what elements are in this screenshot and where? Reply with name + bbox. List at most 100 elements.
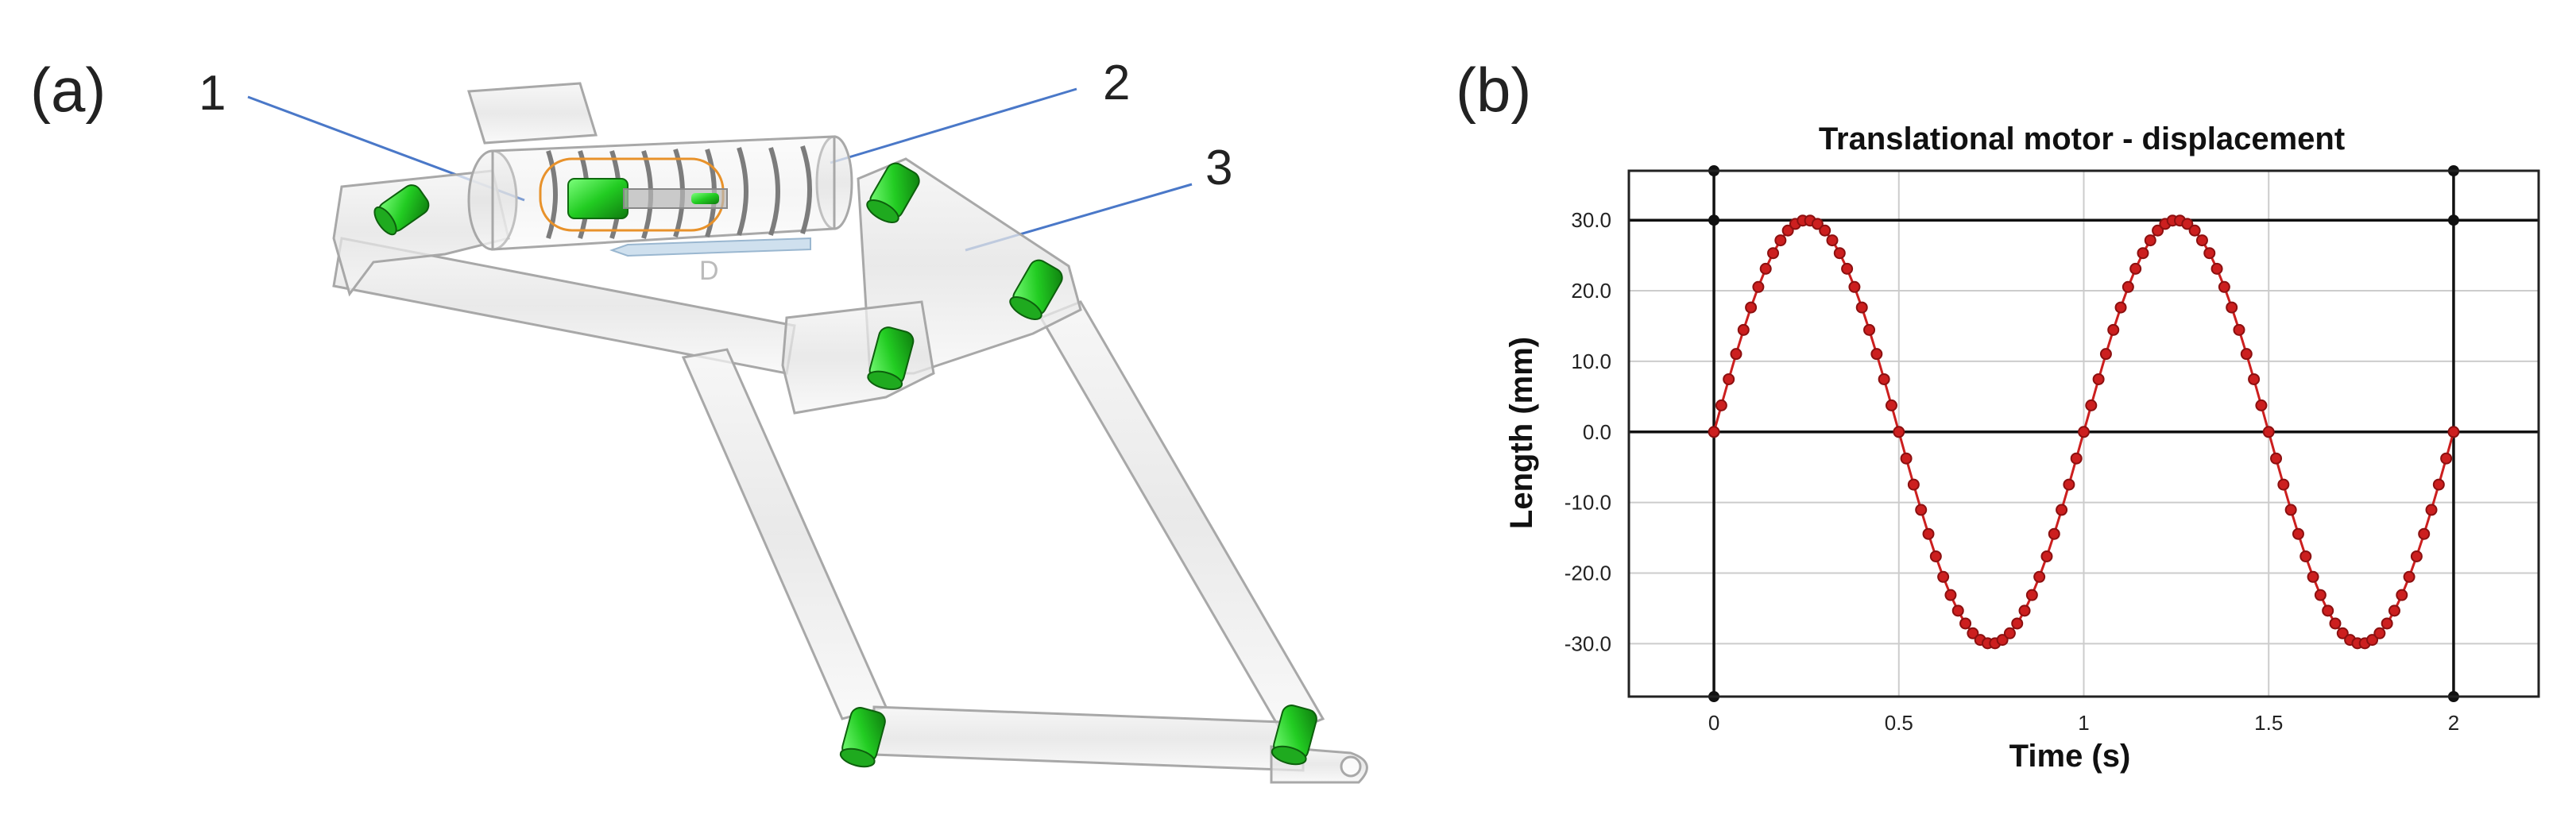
data-point	[2336, 627, 2349, 639]
data-point	[1967, 627, 1979, 639]
data-point	[2063, 478, 2075, 491]
data-point	[1855, 301, 1868, 314]
data-point	[2048, 527, 2060, 540]
data-point	[1959, 617, 1972, 630]
data-point	[1996, 634, 2009, 647]
data-point	[1907, 478, 1920, 491]
data-point	[2388, 604, 2400, 617]
pins	[373, 162, 1317, 768]
panel-b-label: (b)	[1456, 55, 1531, 125]
piston-green	[567, 178, 629, 219]
top-tube	[467, 82, 598, 145]
data-point	[1811, 218, 1824, 230]
y-tick-label: -20.0	[1565, 561, 1611, 585]
data-point	[2122, 280, 2134, 293]
callout-2: 2	[1103, 56, 1130, 110]
data-point	[1944, 589, 1957, 601]
bottom-rod	[872, 705, 1305, 772]
data-point	[2203, 247, 2216, 260]
data-point	[1863, 323, 1876, 336]
pin-6	[1271, 705, 1317, 766]
x-tick-label: 2	[2448, 711, 2459, 735]
data-point	[2078, 426, 2090, 438]
data-point	[2240, 348, 2253, 361]
data-point	[2299, 550, 2312, 562]
data-point	[2188, 224, 2201, 237]
data-point	[1752, 280, 1765, 293]
data-point	[2195, 234, 2208, 247]
data-point	[2432, 478, 2445, 491]
reference-marker	[1708, 214, 1720, 226]
data-point	[1819, 224, 1831, 237]
lower-left-rod	[681, 348, 888, 720]
data-point	[2447, 426, 2460, 438]
pin-4	[867, 326, 915, 391]
data-point	[2248, 373, 2261, 385]
data-point	[2003, 627, 2016, 639]
data-point	[2277, 478, 2290, 491]
data-point	[1885, 399, 1897, 411]
panel-a: (a) 1 2 3	[30, 55, 1368, 784]
data-point	[2396, 589, 2408, 601]
data-point	[1922, 527, 1935, 540]
data-point	[2418, 527, 2431, 540]
data-point	[2092, 373, 2105, 385]
chart-title: Translational motor - displacement	[1819, 122, 2345, 156]
data-point	[1878, 373, 1890, 385]
data-point	[2210, 262, 2223, 275]
y-tick-label: -10.0	[1565, 491, 1611, 515]
data-point	[1915, 504, 1928, 516]
data-point	[2070, 452, 2083, 465]
chart-series	[1708, 214, 2460, 650]
data-point	[2218, 280, 2230, 293]
data-point	[2129, 262, 2142, 275]
direction-arrow	[609, 237, 811, 257]
data-point	[1737, 323, 1750, 336]
data-point	[1848, 280, 1861, 293]
data-point	[1715, 399, 1727, 411]
data-point	[2373, 627, 2386, 639]
piston-rod	[623, 188, 728, 209]
callout-line-2	[830, 87, 1077, 164]
data-point	[2152, 224, 2164, 237]
x-tick-label: 1	[2078, 711, 2089, 735]
callout-1: 1	[199, 66, 226, 121]
data-point	[2292, 527, 2304, 540]
x-tick-label: 0	[1708, 711, 1719, 735]
data-point	[2107, 323, 2120, 336]
data-point	[2181, 218, 2194, 230]
data-point	[2114, 301, 2127, 314]
data-point	[1759, 262, 1772, 275]
data-point	[1826, 234, 1839, 247]
right-rod	[1039, 300, 1325, 736]
data-point	[2307, 570, 2319, 583]
data-point	[2099, 348, 2112, 361]
data-point	[1833, 247, 1846, 260]
direction-label: D	[699, 256, 719, 286]
data-point	[2056, 504, 2068, 516]
x-axis-label: Time (s)	[2009, 739, 2131, 774]
data-point	[1937, 570, 1950, 583]
data-point	[1841, 262, 1854, 275]
data-point	[2011, 617, 2024, 630]
pin-2	[866, 162, 920, 223]
data-point	[2403, 570, 2415, 583]
end-eye-hole	[1340, 755, 1362, 778]
pin-5	[839, 707, 886, 768]
data-point	[1870, 348, 1883, 361]
data-point	[1900, 452, 1913, 465]
displacement-chart: Translational motor - displacement Time …	[1504, 122, 2540, 774]
data-point	[1708, 426, 1720, 438]
panel-a-label: (a)	[30, 55, 106, 125]
data-point	[2270, 452, 2283, 465]
data-point	[2137, 247, 2149, 260]
data-point	[2040, 550, 2053, 562]
pin-3	[1009, 259, 1063, 320]
data-point	[2018, 604, 2031, 617]
data-point	[1767, 247, 1780, 260]
y-tick-label: -30.0	[1565, 631, 1611, 655]
data-point	[1893, 426, 1905, 438]
y-tick-label: 10.0	[1571, 349, 1611, 373]
x-tick-label: 1.5	[2254, 711, 2283, 735]
